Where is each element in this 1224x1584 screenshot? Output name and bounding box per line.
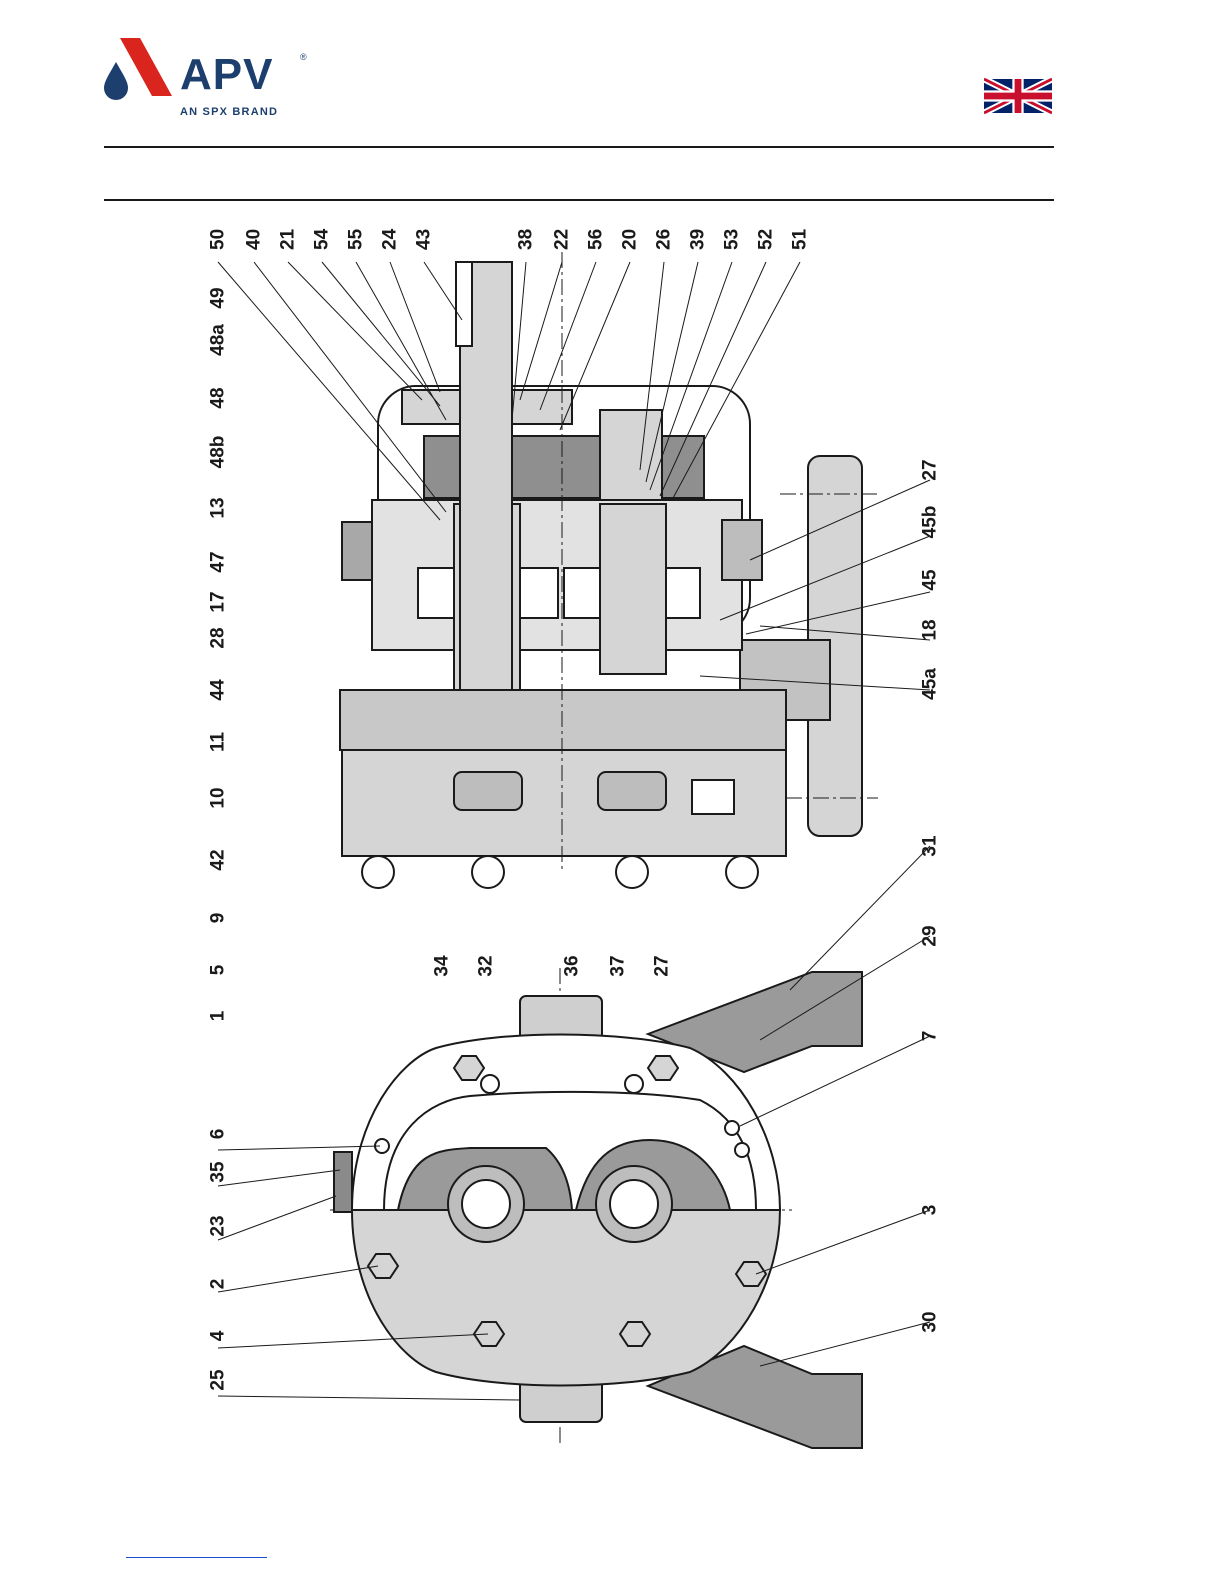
- callout-21: 21: [278, 228, 299, 250]
- callout-9: 9: [208, 913, 229, 924]
- callout-leader: [322, 262, 440, 406]
- callout-48a: 48a: [208, 324, 229, 356]
- callout-45b: 45b: [920, 506, 941, 539]
- callout-38: 38: [516, 229, 537, 250]
- pump-cap-nuts: [362, 856, 758, 888]
- callout-43: 43: [414, 229, 435, 250]
- callout-leader: [218, 1396, 520, 1400]
- callout-44: 44: [208, 679, 229, 701]
- callout-1: 1: [208, 1010, 229, 1021]
- callout-45a: 45a: [920, 668, 941, 700]
- callout-35: 35: [208, 1161, 229, 1183]
- callout-13: 13: [208, 497, 229, 518]
- callout-27: 27: [920, 459, 941, 480]
- callout-10: 10: [208, 787, 229, 808]
- callout-51: 51: [790, 228, 811, 250]
- callout-5: 5: [208, 964, 229, 975]
- callout-25: 25: [208, 1369, 229, 1391]
- callout-55: 55: [346, 228, 367, 250]
- callout-42: 42: [208, 849, 229, 870]
- callout-leader: [218, 1266, 378, 1292]
- callout-leader: [218, 1196, 336, 1240]
- callout-leader: [218, 1170, 340, 1186]
- pump-sectional-view: [340, 262, 862, 856]
- callout-56: 56: [586, 229, 607, 250]
- callout-49: 49: [208, 287, 229, 308]
- callout-50: 50: [208, 229, 229, 250]
- callout-53: 53: [722, 229, 743, 250]
- callout-47: 47: [208, 551, 229, 572]
- callout-2: 2: [208, 1279, 229, 1290]
- callout-36: 36: [562, 955, 583, 976]
- callout-leader: [756, 1210, 930, 1274]
- callout-48b: 48b: [208, 436, 229, 469]
- callout-leader: [390, 262, 440, 392]
- callout-32: 32: [476, 955, 497, 976]
- callout-37: 37: [608, 955, 629, 976]
- callout-24: 24: [380, 228, 401, 250]
- callout-23: 23: [208, 1215, 229, 1236]
- callout-leader: [790, 846, 930, 990]
- callout-18: 18: [920, 619, 941, 640]
- callout-40: 40: [244, 229, 265, 250]
- callout-17: 17: [208, 591, 229, 612]
- callout-6: 6: [208, 1129, 229, 1140]
- callout-leader: [520, 262, 562, 400]
- callout-20: 20: [620, 229, 641, 250]
- callout-28: 28: [208, 627, 229, 648]
- callout-leader: [760, 1322, 930, 1366]
- callout-54: 54: [312, 228, 333, 250]
- callout-4: 4: [208, 1330, 229, 1341]
- callout-11: 11: [208, 732, 229, 753]
- callout-48: 48: [208, 387, 229, 408]
- callout-34: 34: [432, 955, 453, 977]
- callout-26: 26: [654, 229, 675, 250]
- footer-link-underline[interactable]: [126, 1557, 267, 1558]
- callout-39: 39: [688, 229, 709, 250]
- callout-52: 52: [756, 229, 777, 250]
- callout-leader: [218, 1146, 380, 1150]
- callout-leader: [288, 262, 422, 400]
- callout-22: 22: [552, 229, 573, 250]
- callout-45: 45: [920, 569, 941, 591]
- callout-27: 27: [652, 955, 673, 976]
